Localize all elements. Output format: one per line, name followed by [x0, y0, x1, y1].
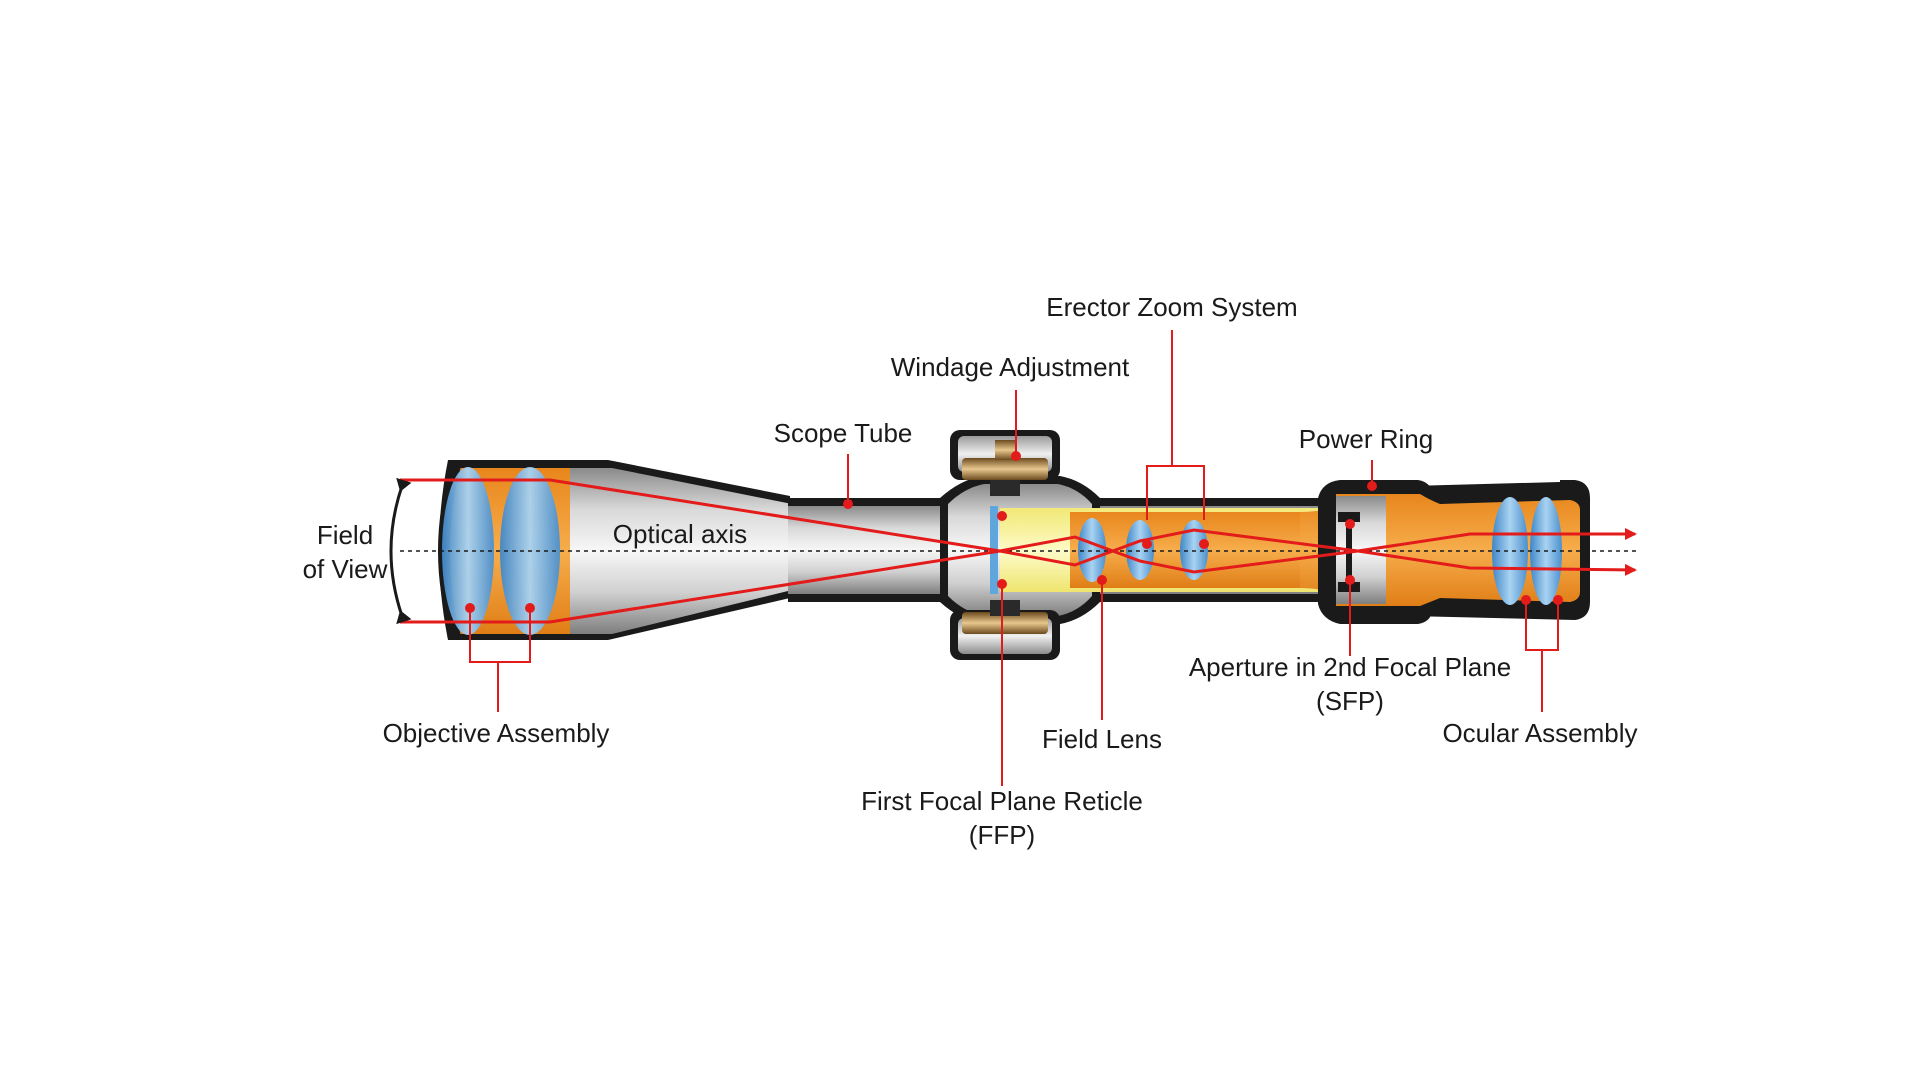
- label-scope-tube: Scope Tube: [774, 418, 913, 448]
- field-lens-leader: [1097, 575, 1107, 720]
- erector-lenses: [1126, 520, 1208, 580]
- light-rays: [400, 478, 1637, 624]
- label-sfp-1: Aperture in 2nd Focal Plane: [1189, 652, 1511, 682]
- power-ring-leader: [1367, 460, 1377, 491]
- sfp-leader: [1345, 519, 1355, 656]
- label-windage-adjustment: Windage Adjustment: [891, 352, 1130, 382]
- scope-tube-leader: [843, 454, 853, 509]
- label-field-lens: Field Lens: [1042, 724, 1162, 754]
- ffp-leader: [997, 511, 1007, 786]
- label-ocular-assembly: Ocular Assembly: [1442, 718, 1637, 748]
- label-sfp-2: (SFP): [1316, 686, 1384, 716]
- label-power-ring: Power Ring: [1299, 424, 1433, 454]
- scope-body: [438, 430, 1590, 660]
- label-erector-zoom-system: Erector Zoom System: [1046, 292, 1297, 322]
- elevation-knob-bottom: [950, 600, 1060, 660]
- label-objective-assembly: Objective Assembly: [383, 718, 610, 748]
- field-of-view-arrow: [389, 477, 412, 625]
- label-field-of-view-1: Field: [317, 520, 373, 550]
- windage-knob-top: [950, 430, 1060, 496]
- objective-assembly-leader: [465, 603, 535, 712]
- label-ffp-1: First Focal Plane Reticle: [861, 786, 1143, 816]
- label-field-of-view-2: of View: [303, 554, 388, 584]
- field-lens: [1078, 518, 1106, 582]
- label-ffp-2: (FFP): [969, 820, 1035, 850]
- erector-zoom-leader: [1142, 330, 1209, 549]
- ocular-assembly-leader: [1521, 595, 1563, 712]
- windage-leader: [1011, 390, 1021, 461]
- label-optical-axis: Optical axis: [613, 519, 747, 549]
